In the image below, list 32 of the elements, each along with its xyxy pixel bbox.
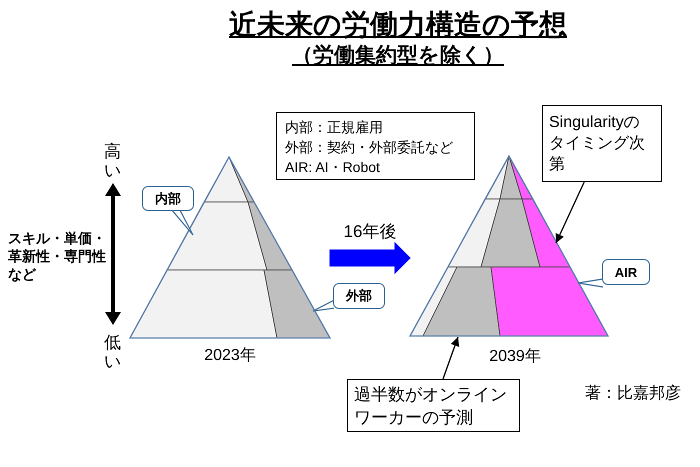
callout-pointer <box>312 300 335 312</box>
note-text: 外部：契約・外部委託など <box>285 138 454 157</box>
pyramid-segment <box>130 270 278 338</box>
note-box: 過半数がオンラインワーカーの予測 <box>347 379 520 432</box>
block-arrow <box>330 242 411 274</box>
pyramid-segment <box>480 198 540 268</box>
author-credit: 著：比嘉邦彦 <box>585 384 681 404</box>
year-label: 2039年 <box>489 347 541 367</box>
arrow <box>555 182 585 244</box>
pyramid <box>410 156 608 336</box>
pyramid-segment <box>248 202 292 270</box>
callout-bubble: 外部 <box>333 283 385 309</box>
year-label: 2023年 <box>204 346 256 366</box>
note-box <box>276 112 475 180</box>
pyramid-segment <box>264 270 330 338</box>
title: 近未来の労働力構造の予想 <box>229 8 567 41</box>
pyramid-segment <box>422 266 500 336</box>
pyramid-segment <box>522 198 570 268</box>
callout-pointer <box>577 278 604 288</box>
note-box: Singularityのタイミング次第 <box>542 105 662 182</box>
pyramid-segment <box>448 198 500 268</box>
edge-label: 16年後 <box>342 221 398 242</box>
axis-label: スキル・単価・革新性・専門性など <box>8 229 107 283</box>
callout-bubble: AIR <box>602 259 650 285</box>
callout-pointer <box>171 210 194 236</box>
pyramid-segment <box>508 156 534 200</box>
arrow <box>442 336 460 380</box>
note-text: 内部：正規雇用 <box>285 118 384 137</box>
note-text: AIR: AI・Robot <box>285 158 381 177</box>
subtitle: （労働集約型を除く） <box>292 43 504 68</box>
scale-label: 低い <box>104 333 121 371</box>
scale-label: 高い <box>104 142 121 180</box>
